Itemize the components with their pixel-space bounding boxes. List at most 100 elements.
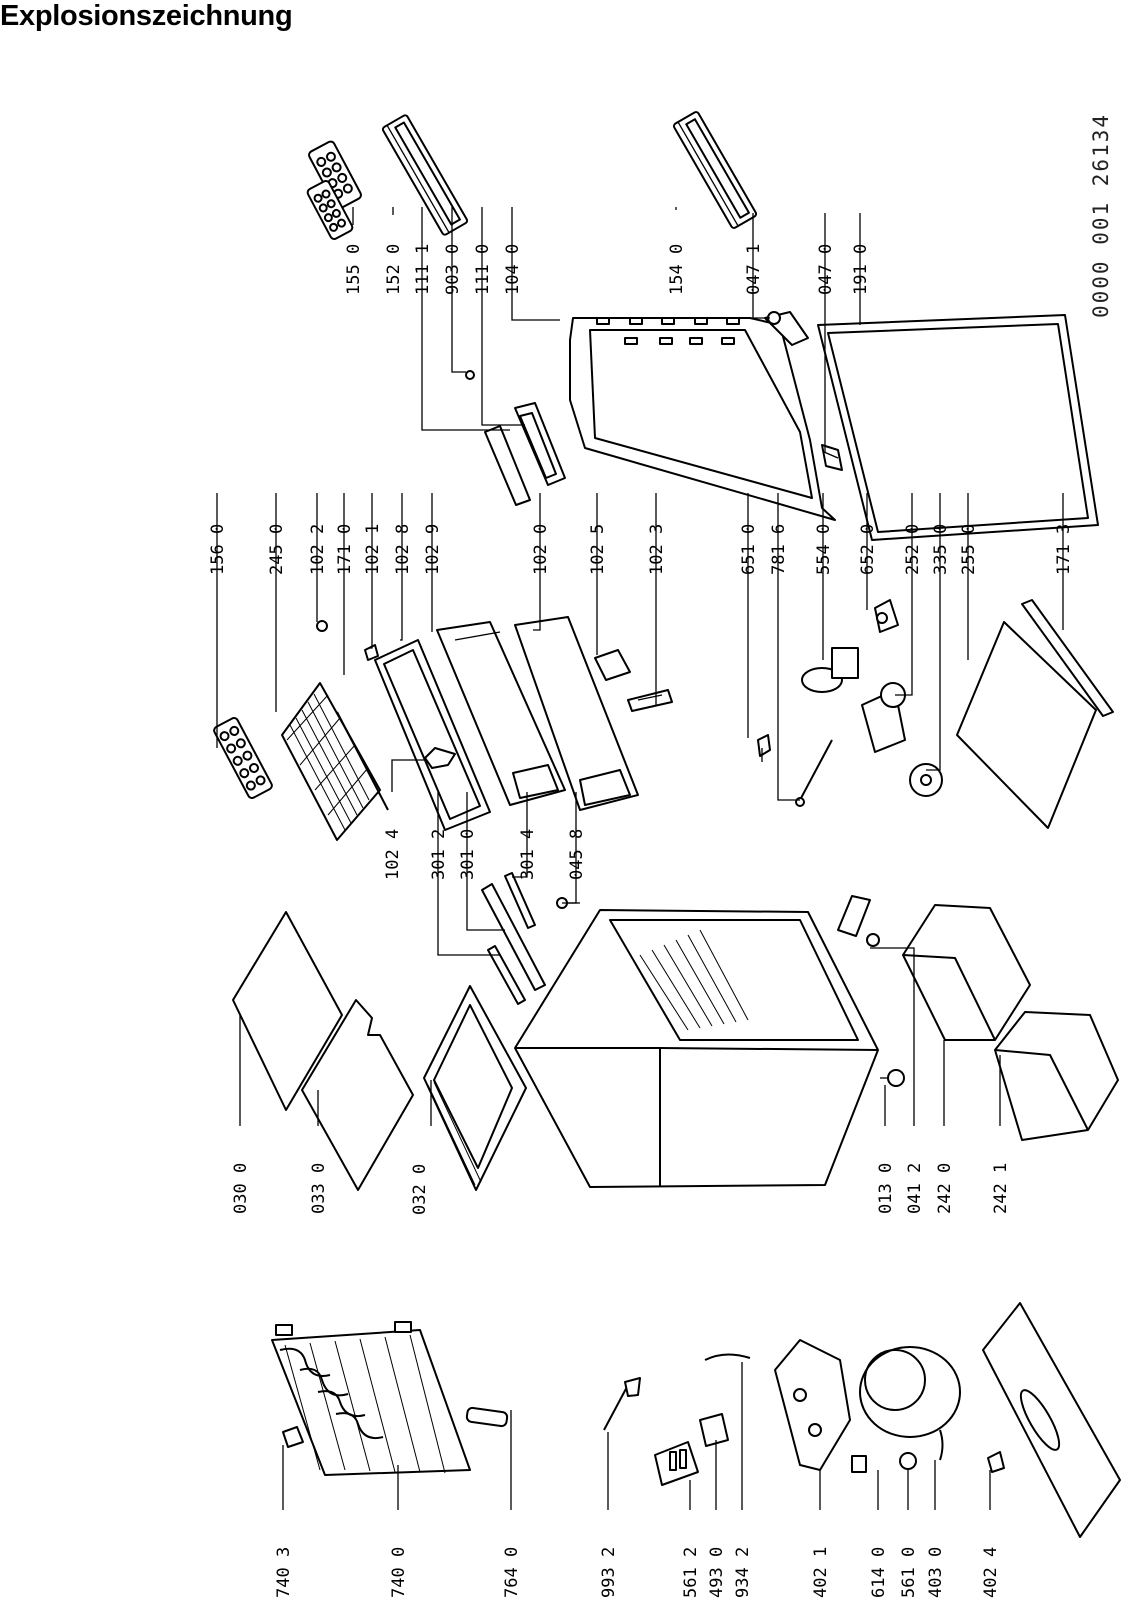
hinge-102-3 <box>627 689 673 712</box>
part-label: 154 0 <box>667 244 687 295</box>
part-label: 740 0 <box>389 1547 409 1598</box>
filter-drier-764 <box>465 1406 509 1428</box>
part-label: 561 2 <box>681 1547 701 1598</box>
sensor-993 <box>603 1377 641 1431</box>
part-label: 102 1 <box>363 524 383 575</box>
part-label: 403 0 <box>926 1547 946 1598</box>
relay-561 <box>899 1452 917 1470</box>
crisper-drawer-242-1 <box>994 1011 1119 1141</box>
part-label: 301 4 <box>518 829 538 880</box>
part-label: 156 0 <box>208 524 228 575</box>
glass-trim-171-3 <box>1021 599 1114 717</box>
door-gasket-191 <box>817 314 1099 541</box>
screw-903 <box>465 370 475 380</box>
part-label: 652 0 <box>858 524 878 575</box>
leader-line <box>533 493 541 631</box>
part-label: 301 2 <box>429 829 449 880</box>
part-label: 030 0 <box>231 1163 251 1214</box>
part-label: 041 2 <box>905 1163 925 1214</box>
clip-402-4 <box>987 1451 1005 1473</box>
part-label: 033 0 <box>309 1163 329 1214</box>
part-label: 993 2 <box>599 1547 619 1598</box>
lamp-housing-252 <box>861 682 906 753</box>
part-label: 764 0 <box>502 1547 522 1598</box>
door-liner-104 <box>569 317 836 521</box>
part-label: 245 0 <box>267 524 287 575</box>
part-label: 104 0 <box>503 244 523 295</box>
trim-301-4 <box>504 872 536 929</box>
part-label: 102 8 <box>393 524 413 575</box>
part-label: 335 0 <box>931 524 951 575</box>
leader-line <box>466 792 505 931</box>
part-label: 561 0 <box>899 1547 919 1598</box>
trim-301-2 <box>487 945 526 1005</box>
part-label: 781 6 <box>769 524 789 575</box>
part-label: 934 2 <box>733 1547 753 1598</box>
page-title: Explosionszeichnung <box>0 0 293 32</box>
part-label: 171 3 <box>1054 524 1074 575</box>
part-label: 155 0 <box>344 244 364 295</box>
cover-plate-030 <box>232 911 343 1111</box>
leader-line <box>369 493 373 649</box>
leader-line <box>391 759 427 792</box>
part-label: 111 0 <box>473 244 493 295</box>
part-label: 047 0 <box>816 244 836 295</box>
leader-line <box>437 792 500 956</box>
leader-line <box>400 493 403 641</box>
rod-781 <box>799 739 833 801</box>
handle-cover-111-1 <box>484 425 531 506</box>
leader-line <box>895 493 913 696</box>
wire-shelf-245 <box>281 682 381 841</box>
part-label: 255 0 <box>959 524 979 575</box>
leader-line <box>562 792 577 904</box>
leader-line <box>481 207 525 426</box>
part-label: 740 3 <box>274 1547 294 1598</box>
part-label: 171 0 <box>335 524 355 575</box>
trim-301 <box>481 883 546 991</box>
knob-652 <box>874 599 899 633</box>
cover-plate-033 <box>301 999 414 1191</box>
part-label: 903 0 <box>443 244 463 295</box>
bracket-102-4 <box>424 747 456 769</box>
callouts: 740 3 740 0 764 0 993 2 561 2 493 0 934 2 402 1… <box>208 207 1074 1598</box>
door-shelf-154 <box>672 111 758 229</box>
part-label: 402 4 <box>981 1547 1001 1598</box>
part-label: 252 0 <box>903 524 923 575</box>
part-label: 013 0 <box>876 1163 896 1214</box>
bolt-651 <box>757 734 771 762</box>
freezer-door-032 <box>423 985 527 1191</box>
part-label: 191 0 <box>851 244 871 295</box>
clip-740-3 <box>282 1426 304 1448</box>
document-number: 0000 001 26134 <box>1089 113 1113 318</box>
part-label: 554 0 <box>814 524 834 575</box>
leader-line <box>752 213 770 319</box>
leader-line <box>870 947 915 1126</box>
part-label: 102 0 <box>531 524 551 575</box>
part-label: 493 0 <box>707 1547 727 1598</box>
shelf-strip-171 <box>336 711 389 811</box>
egg-tray-155 <box>306 140 362 240</box>
flap-102-5 <box>594 649 631 681</box>
wire-934 <box>704 1353 751 1361</box>
leader-line <box>421 207 510 431</box>
part-label: 301 0 <box>458 829 478 880</box>
grommet-614 <box>851 1455 867 1473</box>
part-label: 045 8 <box>567 829 587 880</box>
part-label: 152 0 <box>384 244 404 295</box>
door-shelf-152 <box>381 114 469 236</box>
clip-102-2 <box>316 620 328 632</box>
label-032: 032 0 <box>410 1164 430 1215</box>
crisper-drawer-242 <box>902 904 1031 1041</box>
part-label: 242 0 <box>935 1163 955 1214</box>
leader-line <box>777 493 800 801</box>
leader-line <box>451 207 466 373</box>
hinge-cap-047 <box>821 444 843 471</box>
part-label: 102 2 <box>308 524 328 575</box>
thermostat-554 <box>801 647 859 693</box>
frame-102-8 <box>374 639 491 831</box>
leader-line <box>926 493 941 771</box>
part-label: 111 1 <box>413 244 433 295</box>
part-label: 402 1 <box>811 1547 831 1598</box>
part-label: 102 4 <box>383 829 403 880</box>
egg-tray-156 <box>213 716 273 800</box>
